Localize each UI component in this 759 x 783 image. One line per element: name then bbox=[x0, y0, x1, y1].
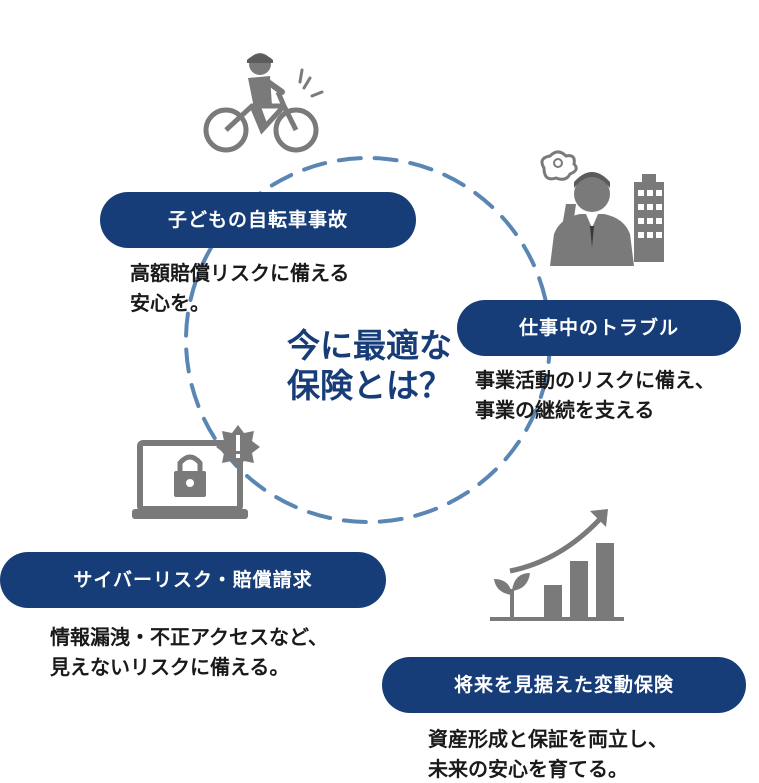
growth-chart-icon bbox=[490, 509, 624, 621]
card-desc-work: 事業活動のリスクに備え、 事業の継続を支える bbox=[475, 365, 715, 425]
locked-laptop-icon bbox=[132, 425, 260, 519]
card-title-variable: 将来を見据えた変動保険 bbox=[382, 657, 746, 713]
card-desc-line: 事業の継続を支える bbox=[475, 398, 655, 422]
card-desc-line: 高額賠償リスクに備える bbox=[130, 261, 350, 285]
card-desc-line: 情報漏洩・不正アクセスなど、 bbox=[50, 625, 328, 649]
card-desc-line: 事業活動のリスクに備え、 bbox=[475, 368, 715, 392]
card-desc-line: 安心を。 bbox=[130, 291, 210, 315]
card-desc-line: 資産形成と保証を両立し、 bbox=[428, 727, 668, 751]
card-title-bicycle: 子どもの自転車事故 bbox=[100, 192, 416, 248]
card-desc-bicycle: 高額賠償リスクに備える 安心を。 bbox=[130, 258, 349, 318]
center-title-line1: 今に最適な bbox=[287, 326, 452, 365]
center-title-line2: 保険とは？ bbox=[287, 366, 452, 405]
center-title: 今に最適な 保険とは？ bbox=[287, 326, 452, 406]
card-desc-line: 未来の安心を育てる。 bbox=[428, 757, 628, 781]
worried-businessman-icon bbox=[540, 150, 664, 266]
card-desc-cyber: 情報漏洩・不正アクセスなど、 見えないリスクに備える。 bbox=[50, 622, 328, 682]
card-title-cyber: サイバーリスク・賠償請求 bbox=[0, 552, 386, 608]
card-desc-variable: 資産形成と保証を両立し、 未来の安心を育てる。 bbox=[428, 724, 668, 783]
cyclist-icon bbox=[203, 53, 324, 153]
card-desc-line: 見えないリスクに備える。 bbox=[50, 655, 290, 679]
card-title-work: 仕事中のトラブル bbox=[457, 300, 741, 356]
